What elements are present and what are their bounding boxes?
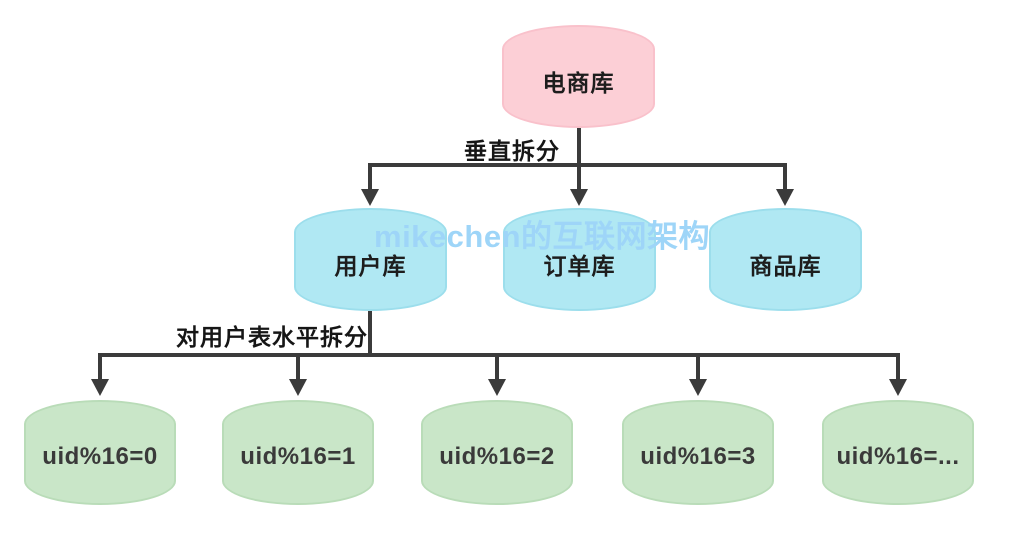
arrowhead-order-db <box>570 189 588 206</box>
watermark-text: mikechen的互联网架构 <box>374 219 711 254</box>
horizontal-split-label: 对用户表水平拆分 <box>176 324 368 350</box>
root-db-label: 电商库 <box>542 69 615 96</box>
vertical-split-label: 垂直拆分 <box>464 138 560 164</box>
shard-label-uid0: uid%16=0 <box>42 442 158 470</box>
shard-cylinder-uid3: uid%16=3 <box>622 400 774 505</box>
shard-label-uid1: uid%16=1 <box>240 442 356 470</box>
order-db-cylinder: 订单库 <box>503 208 656 311</box>
shard-cylinder-uid1: uid%16=1 <box>222 400 374 505</box>
shard-cylinder-uid2: uid%16=2 <box>421 400 573 505</box>
shard-label-uid-more: uid%16=... <box>836 442 960 470</box>
arrowhead-shard0 <box>91 379 109 396</box>
arrowhead-shard3 <box>689 379 707 396</box>
arrowhead-shard4 <box>889 379 907 396</box>
shard-label-uid3: uid%16=3 <box>640 442 756 470</box>
arrowhead-shard1 <box>289 379 307 396</box>
product-db-cylinder: 商品库 <box>709 208 862 311</box>
user-db-label: 用户库 <box>334 252 407 279</box>
order-db-label: 订单库 <box>543 252 616 279</box>
connector-top-bracket <box>368 163 787 192</box>
root-db-cylinder: 电商库 <box>502 25 655 128</box>
arrowhead-shard2 <box>488 379 506 396</box>
shard-cylinder-uid0: uid%16=0 <box>24 400 176 505</box>
connector-bottom-bracket <box>98 353 900 380</box>
arrowhead-user-db <box>361 189 379 206</box>
product-db-label: 商品库 <box>749 252 822 279</box>
arrowhead-product-db <box>776 189 794 206</box>
user-db-cylinder: 用户库 <box>294 208 447 311</box>
shard-label-uid2: uid%16=2 <box>439 442 555 470</box>
shard-cylinder-uid-more: uid%16=... <box>822 400 974 505</box>
